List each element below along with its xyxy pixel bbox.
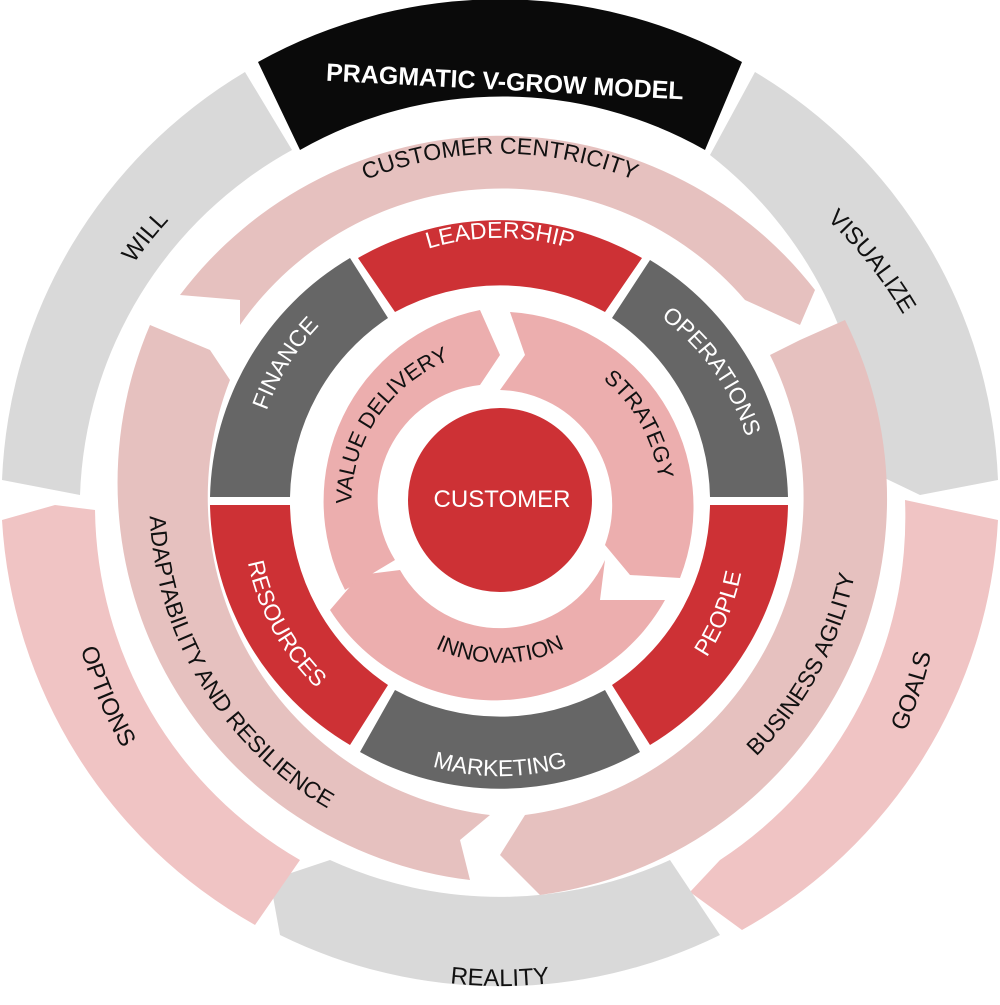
inner-ring [323,310,694,701]
outer-segment-will [2,72,292,495]
second-ring [117,135,888,895]
outer-segment-goals [690,500,998,930]
outer-segment-visualize [710,72,998,495]
center-label: CUSTOMER [434,486,571,513]
segment-finance [210,258,388,497]
ring-segment-customer-centricity [180,135,815,325]
third-ring [210,220,788,789]
segment-resources [210,505,388,745]
segment-strategy [500,312,694,578]
segment-innovation [330,560,665,701]
outer-segment-reality [270,860,720,987]
outer-ring [2,0,998,987]
outer-segment-options [2,505,300,925]
label-reality: REALITY [449,962,550,992]
center-circle [408,408,592,592]
segment-value-delivery [323,310,500,590]
segment-leadership [358,220,642,312]
ring-segment-adaptability-resilience [117,325,490,880]
ring-segment-business-agility [500,320,888,895]
segment-people [612,505,788,745]
segment-operations [612,260,788,497]
segment-marketing [360,690,640,789]
title-banner [258,0,742,150]
